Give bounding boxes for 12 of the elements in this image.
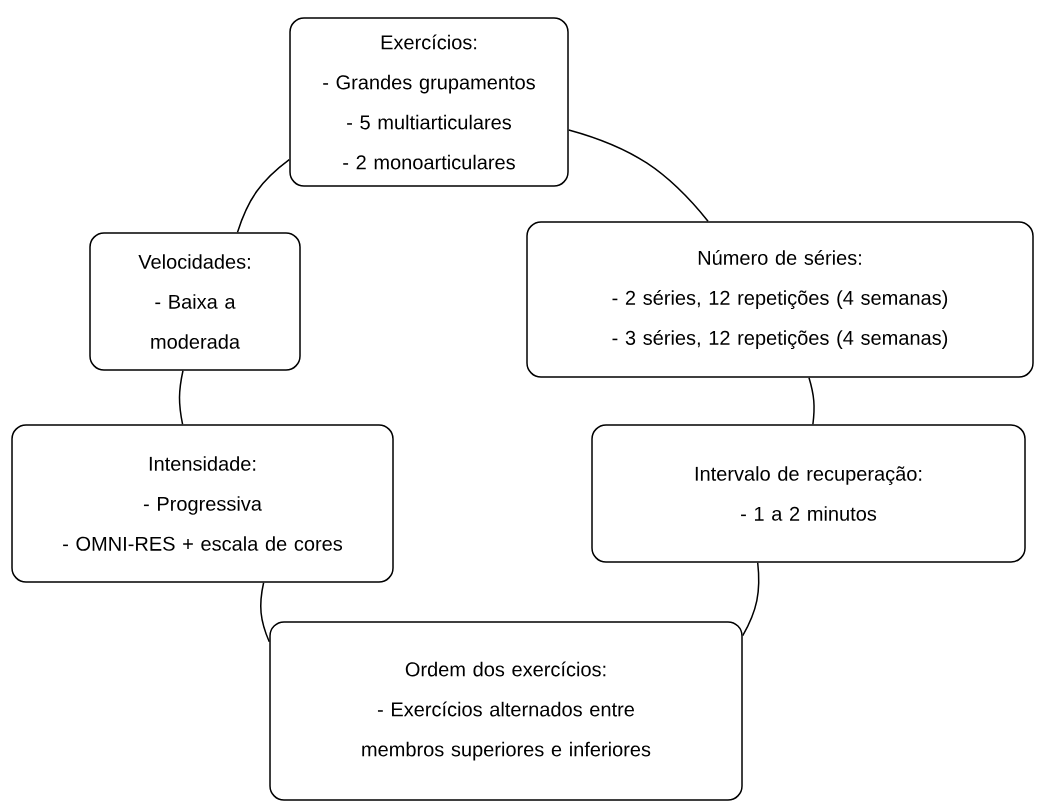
connector-line: [742, 562, 760, 637]
connector-line: [178, 370, 184, 425]
concept-box: Intervalo de recuperação: - 1 a 2 minutos: [591, 424, 1026, 563]
connector-line: [260, 582, 270, 643]
concept-box: Ordem dos exercícios: - Exercícios alternados entre membros superiores e inferiores: [269, 621, 743, 801]
concept-box: Exercícios: - Grandes grupamentos - 5 multiarticulares - 2 monoarticulares: [289, 17, 569, 187]
connector-line: [808, 377, 815, 425]
concept-box: Intensidade: - Progressiva - OMNI-RES + escala de cores: [11, 424, 394, 583]
connector-line: [236, 158, 290, 233]
concept-box: Velocidades: - Baixa a moderada: [89, 232, 301, 371]
concept-box: Número de séries: - 2 séries, 12 repetições (4 semanas) - 3 séries, 12 repetições (4 semanas): [526, 221, 1034, 378]
connector-line: [568, 129, 709, 222]
